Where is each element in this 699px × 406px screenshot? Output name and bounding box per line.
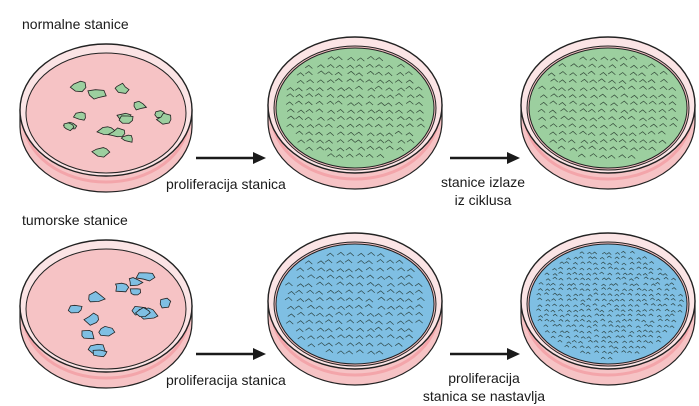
cell: [82, 330, 94, 338]
row2-arrow2-label-line2: stanica se nastavlja: [423, 388, 545, 404]
row1-arrow1-label: proliferacija stanica: [166, 176, 286, 192]
normal-cells-heading: normalne stanice: [22, 16, 129, 32]
arrow-second-r1: [450, 152, 520, 164]
row2-arrow1-label: proliferacija stanica: [166, 372, 286, 388]
arrow-second-r2: [450, 348, 520, 360]
row1-arrow2-label-line1: stanice izlaze: [441, 174, 525, 190]
petri-dish-r1-d1: [20, 44, 192, 192]
petri-dish-r2-d1: [20, 240, 192, 388]
petri-dish-r2-d3: [521, 233, 695, 385]
arrow-proliferation-r1: [196, 152, 266, 164]
tumor-cells-heading: tumorske stanice: [22, 212, 128, 228]
row1-arrow2-label-line2: iz ciklusa: [455, 192, 512, 208]
cell: [119, 116, 133, 123]
cell: [93, 350, 107, 357]
petri-dish-r2-d2: [268, 233, 442, 385]
cell: [160, 298, 171, 308]
petri-dish-r1-d3: [521, 37, 695, 189]
cell: [130, 289, 140, 295]
cell: [116, 283, 129, 292]
row2-arrow2-label-line1: proliferacija: [448, 370, 520, 386]
arrow-proliferation-r2: [196, 348, 266, 360]
petri-dish-r1-d2: [268, 37, 442, 189]
